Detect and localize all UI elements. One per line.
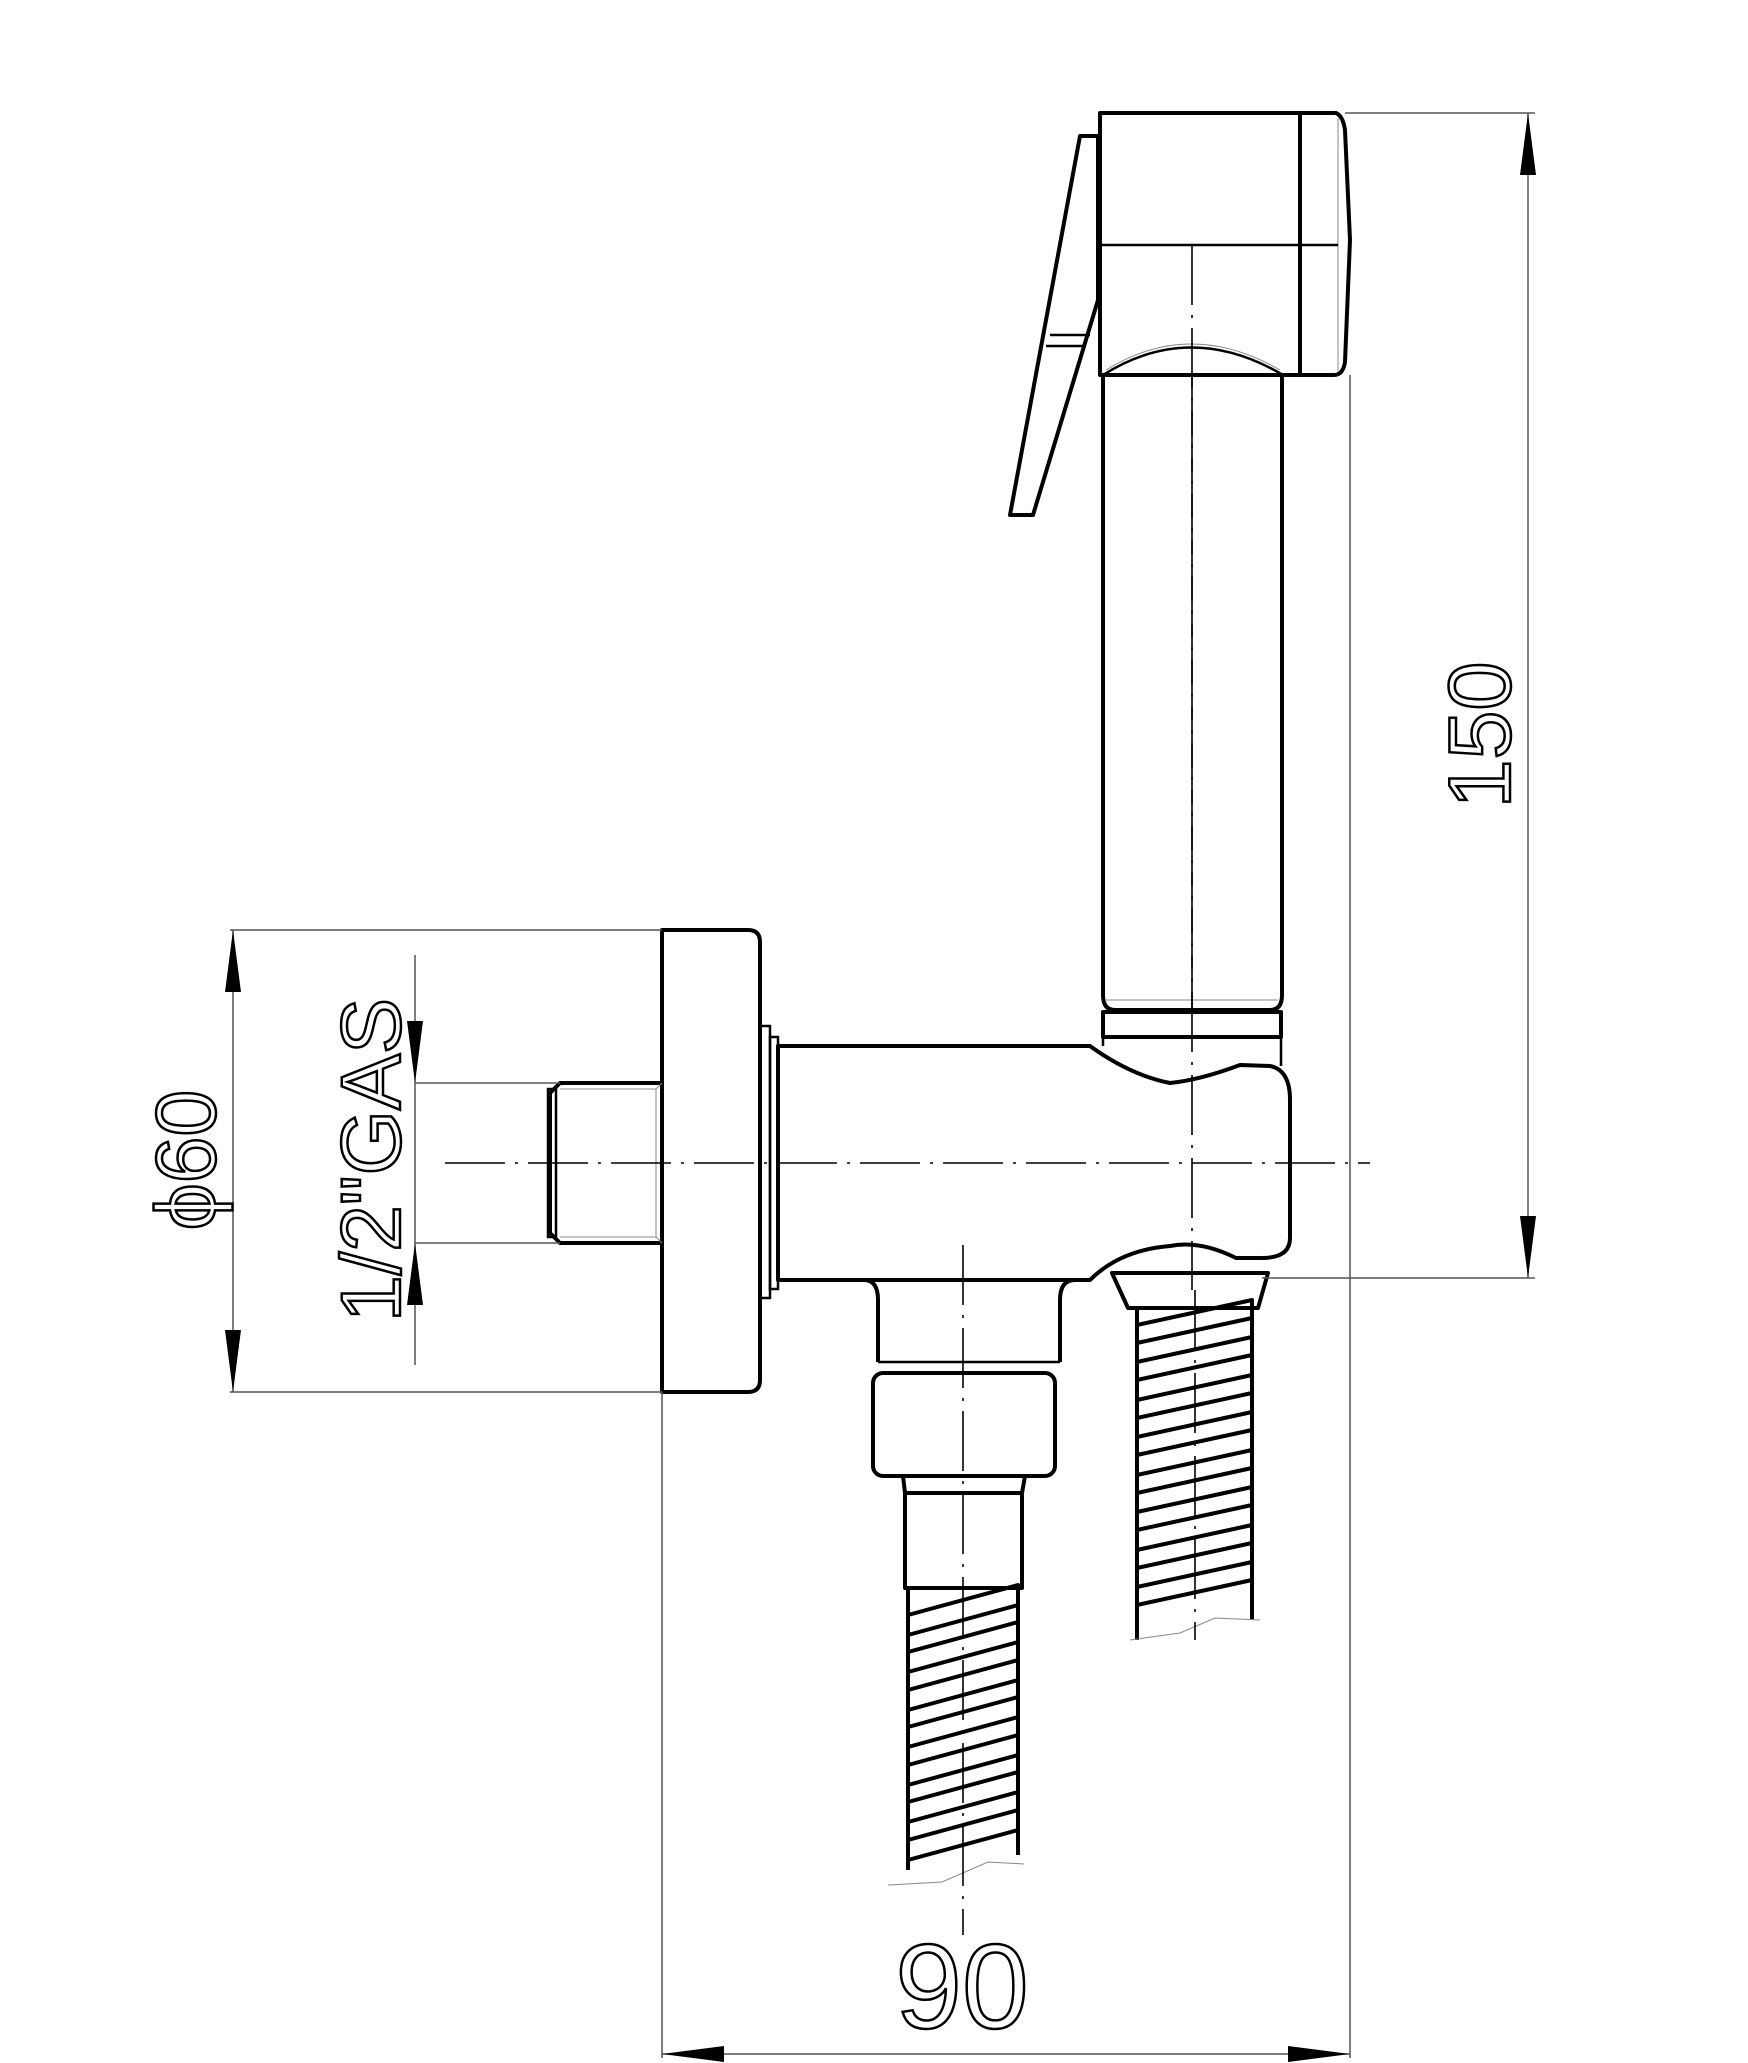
hose-left (887, 1583, 1025, 1886)
dimension-width-label: 90 (895, 1920, 1028, 2054)
dimension-width: 90 (661, 375, 1351, 2062)
dimension-height: 150 (1262, 112, 1536, 1279)
wall-flange (660, 928, 772, 1394)
hose-right (1129, 1298, 1261, 1641)
hose-nut-left (871, 1360, 1060, 1590)
dimension-thread: 1/2"GAS (323, 955, 560, 1365)
dimension-flange-diameter-label: ϕ60 (139, 1090, 233, 1230)
center-lines (445, 245, 1370, 1935)
dimension-height-label: 150 (1430, 662, 1529, 809)
handset (1008, 111, 1352, 1012)
dimension-flange-diameter: ϕ60 (138, 929, 662, 1393)
dimension-thread-label: 1/2"GAS (324, 998, 418, 1322)
